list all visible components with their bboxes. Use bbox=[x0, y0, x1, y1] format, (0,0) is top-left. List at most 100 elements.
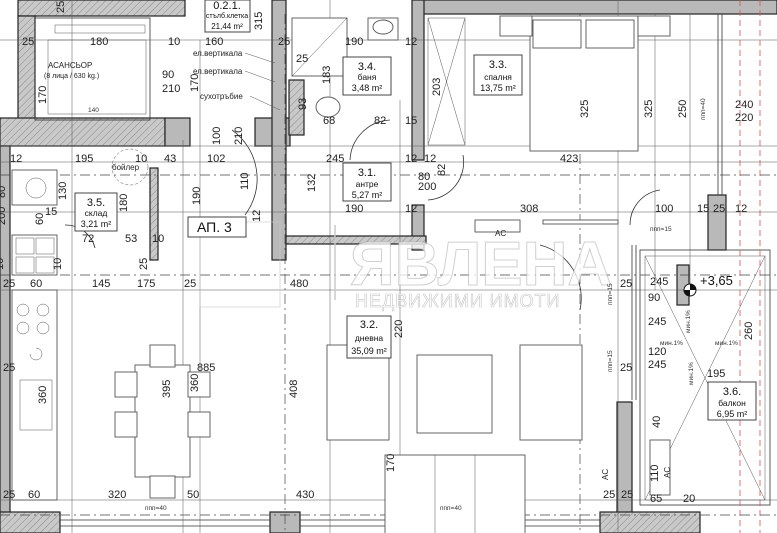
dimension-label: 25 bbox=[184, 278, 196, 290]
elevation-marker: +3,65 bbox=[683, 273, 733, 297]
dimension-label: 25 bbox=[603, 489, 615, 501]
dimension-label: 110 bbox=[649, 464, 661, 482]
room-name: антре bbox=[356, 179, 379, 189]
dimension-label: 245 bbox=[648, 359, 666, 371]
dimension-label: 102 bbox=[207, 153, 225, 165]
dimension-label: 120 bbox=[648, 346, 666, 358]
room-area: 6,95 m² bbox=[717, 409, 748, 419]
dimension-label: 325 bbox=[643, 100, 655, 118]
elevator-label: АСАНСЬОР bbox=[48, 61, 92, 70]
dimension-label: 12 bbox=[405, 36, 417, 48]
slope-label: мин.1% bbox=[688, 362, 695, 385]
room-label-living: 3.2. дневна 35,09 m² bbox=[346, 315, 392, 359]
sill-height: ппп=15 bbox=[607, 350, 614, 372]
dimension-label: 245 bbox=[650, 276, 668, 288]
dimension-label: 325 bbox=[579, 100, 591, 118]
dimension-label: 20 bbox=[683, 493, 695, 505]
dimension-label: 25 bbox=[620, 362, 632, 374]
room-number: 3.5. bbox=[87, 197, 105, 209]
dimension-label: 200 bbox=[418, 181, 436, 193]
sill-height: ппп=40 bbox=[145, 505, 167, 512]
apartment-label: АП. 3 bbox=[187, 216, 247, 238]
dimension-label: 170 bbox=[189, 74, 201, 92]
dimension-label: 190 bbox=[345, 203, 363, 215]
sill-height: ппп=15 bbox=[607, 283, 614, 305]
dimension-label: 210 bbox=[233, 127, 245, 145]
dimension-label: 25 bbox=[55, 1, 67, 13]
dimension-label: 160 bbox=[205, 36, 223, 48]
elevation-value: +3,65 bbox=[700, 273, 733, 288]
room-number: 3.4. bbox=[358, 61, 376, 73]
dimension-label: 82 bbox=[436, 164, 448, 176]
room-name: дневна bbox=[355, 333, 384, 343]
ac-label: AC bbox=[663, 467, 672, 478]
room-name: спалня bbox=[484, 72, 512, 82]
dimension-label: 60 bbox=[30, 278, 42, 290]
dimension-label: 72 bbox=[82, 233, 94, 245]
dimension-label: 245 bbox=[326, 153, 344, 165]
el-vertical-label: ел.вертикала bbox=[193, 49, 243, 58]
slope-label: мин.1% bbox=[660, 340, 683, 347]
dimension-label: 320 bbox=[108, 489, 126, 501]
dimension-label: 12 bbox=[405, 153, 417, 165]
dining-table bbox=[114, 344, 211, 499]
room-number: 3.3. bbox=[489, 59, 507, 71]
dimension-label: 10 bbox=[135, 153, 147, 165]
dimension-label: 110 bbox=[239, 172, 251, 190]
dimension-label: 180 bbox=[90, 36, 108, 48]
sill-height: ппп=40 bbox=[700, 98, 707, 120]
annotations: АСАНСЬОР (8 лица / 630 kg.) 140 ел.верти… bbox=[44, 49, 738, 512]
sill-height: ппп=40 bbox=[440, 505, 462, 512]
dimension-label: 25 bbox=[620, 278, 632, 290]
dimension-label: 12 bbox=[251, 210, 263, 222]
dimension-label: 65 bbox=[650, 493, 662, 505]
room-area: 35,09 m² bbox=[351, 346, 387, 356]
dimension-label: 40 bbox=[651, 416, 663, 428]
room-label-bedroom: 3.3. спалня 13,75 m² bbox=[473, 54, 523, 96]
sill-height: ппп=15 bbox=[650, 226, 672, 233]
dimension-label: 183 bbox=[321, 66, 333, 84]
dimension-label: 132 bbox=[306, 174, 318, 192]
dimension-label: 245 bbox=[648, 316, 666, 328]
room-area: 3,21 m² bbox=[81, 219, 112, 229]
room-name: балкон bbox=[718, 398, 746, 408]
watermark-brand: ЯВЛЕНА bbox=[350, 230, 612, 299]
dry-riser-label: сухотръбие bbox=[200, 92, 243, 101]
room-name: баня bbox=[358, 72, 377, 82]
dimension-label: 885 bbox=[197, 362, 215, 374]
dimension-label: 220 bbox=[735, 112, 753, 124]
kitchen bbox=[11, 169, 58, 501]
room-number: 3.1. bbox=[358, 167, 376, 179]
dimension-label: 100 bbox=[211, 127, 223, 145]
dimension-label: 10 bbox=[152, 233, 164, 245]
elevator-inner-width: 140 bbox=[88, 107, 99, 114]
dimension-label: 175 bbox=[137, 278, 155, 290]
doors bbox=[64, 17, 661, 311]
bedroom-furniture bbox=[474, 15, 671, 233]
room-label-stairwell: 0.2.1. стълб.клетка 21,44 m² bbox=[204, 0, 251, 33]
dimension-label: 68 bbox=[323, 115, 335, 127]
room-label-bathroom: 3.4. баня 3,48 m² bbox=[342, 56, 392, 96]
dimension-label: 360 bbox=[189, 374, 201, 392]
dimension-label: 25 bbox=[278, 36, 290, 48]
dimension-label: 80 bbox=[0, 186, 8, 198]
dimension-label: 240 bbox=[735, 99, 753, 111]
dimension-label: 50 bbox=[187, 489, 199, 501]
dimension-label: 25 bbox=[296, 53, 308, 65]
dimension-label: 395 bbox=[161, 380, 173, 398]
dimension-label: 15 bbox=[697, 203, 709, 215]
dimension-label: 25 bbox=[22, 36, 34, 48]
dimension-label: 10 bbox=[0, 258, 6, 270]
dimension-label: 12 bbox=[735, 203, 747, 215]
dimension-label: 130 bbox=[57, 182, 69, 200]
dimension-label: 250 bbox=[677, 100, 689, 118]
dimension-label: 53 bbox=[125, 233, 137, 245]
dimension-label: 190 bbox=[345, 36, 363, 48]
dimension-label: 170 bbox=[37, 86, 49, 104]
elevator-capacity: (8 лица / 630 kg.) bbox=[44, 73, 99, 80]
room-label-storage: 3.5. склад 3,21 m² bbox=[74, 192, 118, 232]
dimension-label: 15 bbox=[45, 206, 57, 218]
dimension-label: 25 bbox=[713, 203, 725, 215]
